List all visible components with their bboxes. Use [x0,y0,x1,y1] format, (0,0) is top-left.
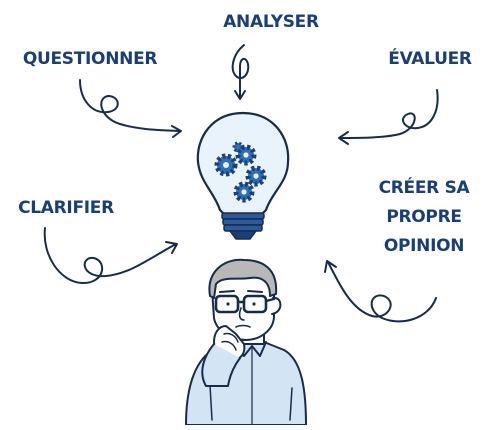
arrow-head-questionner [171,125,182,138]
arrow-head-clarifier [165,241,178,254]
arrow-head-creer [324,260,337,273]
gear-icon [245,165,267,187]
arrow-from-clarifier [43,227,177,285]
label-clarifier: CLARIFIER [18,198,114,218]
label-questionner: QUESTIONNER [23,49,158,69]
arrow-from-questionner [79,79,181,132]
label-analyser: ANALYSER [223,12,319,32]
label-creer-line1: CRÉER SA [379,176,471,198]
gear-icon [232,141,244,153]
lightbulb-gears-icon [196,111,290,240]
thinking-person-icon [185,258,307,426]
label-creer-line2: PROPRE [386,207,461,227]
arrow-from-creer [327,261,437,323]
label-evaluer: ÉVALUER [388,47,472,69]
gear-icon [233,181,255,203]
arrow-head-evaluer [338,131,349,145]
gear-icon [214,153,238,177]
arrow-from-analyser [231,44,250,99]
arrow-from-evaluer [339,89,439,139]
label-creer-line3: OPINION [384,236,464,256]
gear-icon [235,144,257,166]
arrow-head-analyser [234,90,246,100]
